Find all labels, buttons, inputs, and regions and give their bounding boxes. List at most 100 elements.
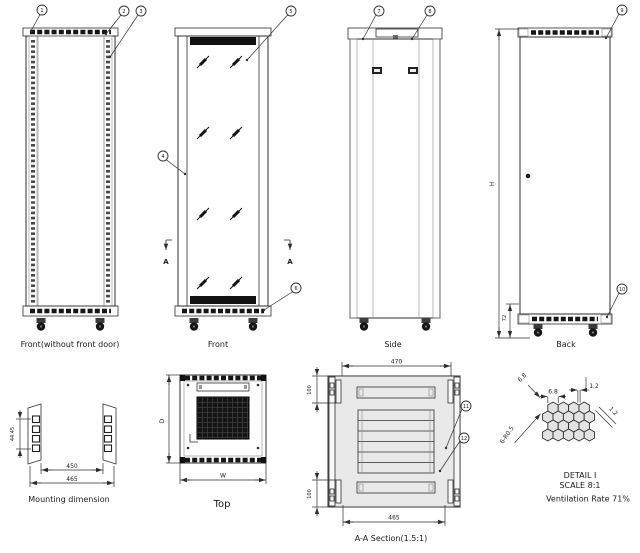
- top-latch: [393, 35, 398, 39]
- caster: [533, 324, 543, 337]
- rail-square-holes: [31, 415, 113, 453]
- bottom-cap: [174, 305, 272, 317]
- dimension-450: 450: [40, 463, 104, 474]
- honeycomb-vent-pattern: [542, 401, 596, 442]
- view-detail-i: 6.8 6.8 1.2 1.2 6-R0.5 DETAIL I SCALE 8: [499, 372, 630, 504]
- caster: [359, 318, 369, 331]
- caster: [421, 318, 431, 331]
- lock-icon: [525, 173, 531, 179]
- view-mounting-dimension: 44.45 450 465 Mounting dimension: [10, 403, 117, 504]
- detail-scale: SCALE 8:1: [559, 481, 600, 490]
- view-back: H 72 Back: [489, 27, 613, 349]
- callout-number: 6: [294, 286, 297, 292]
- callout-number: 10: [619, 287, 625, 293]
- section-mark-left: A: [163, 239, 172, 266]
- caster: [588, 324, 598, 337]
- dimension-depth-D: D: [159, 374, 180, 464]
- dimension-100-bottom: 100: [307, 471, 336, 516]
- callout-number: 12: [461, 436, 467, 442]
- fan-mesh-vent: [196, 396, 250, 440]
- dim-base-label: 72: [502, 315, 508, 321]
- callout-number: 1: [40, 8, 43, 14]
- cabinet-frame: [177, 35, 269, 307]
- callout-8: 8: [410, 5, 436, 41]
- view-label: Front(without front door): [21, 340, 120, 349]
- view-label: A-A Section(1.5:1): [355, 534, 428, 543]
- glass-mark-icon: [228, 206, 244, 222]
- view-label: Side: [384, 340, 401, 349]
- front-door: [186, 35, 260, 307]
- side-latch-left: [372, 67, 382, 74]
- callout-12: 12: [438, 432, 470, 473]
- caster: [248, 318, 258, 331]
- cabinet-frame: [25, 35, 116, 307]
- dimension-470: 470: [341, 359, 452, 376]
- dim-section-bottom: 465: [388, 515, 400, 522]
- hex-cell: [552, 428, 564, 442]
- dimension-100-top: 100: [307, 367, 336, 412]
- section-mark-right: A: [284, 239, 293, 266]
- side-panel: [349, 38, 441, 319]
- caster: [95, 318, 105, 331]
- view-side: Side: [347, 27, 443, 349]
- glass-mark-icon: [228, 125, 244, 141]
- top-slot: [356, 386, 436, 399]
- mount-rail-right: [102, 403, 117, 465]
- top-cap: [174, 27, 272, 37]
- ventilation-rate: Ventilation Rate 71%: [546, 495, 630, 504]
- dimension-corner-radius: 6-R0.5: [499, 413, 541, 445]
- callout-11: 11: [444, 400, 472, 450]
- side-edge-left: [349, 38, 358, 319]
- back-door: [519, 36, 611, 315]
- callout-number: 5: [289, 9, 292, 15]
- view-top: D W Top: [159, 374, 267, 510]
- dim-height-label: H: [489, 182, 496, 187]
- glass-mark-icon: [195, 125, 211, 141]
- view-front-no-door: Front(without front door): [21, 27, 120, 349]
- dim-web-top: 1.2: [589, 383, 599, 390]
- callout-1: 1: [29, 4, 48, 33]
- callout-number: 7: [377, 9, 380, 15]
- dimension-web-diagonal: 1.2: [595, 406, 619, 428]
- callouts: 1 2 3 4 5 6 7 8: [29, 4, 628, 473]
- callout-2: 2: [104, 5, 130, 36]
- view-label: Top: [213, 499, 231, 510]
- dimension-width-W: W: [179, 463, 267, 484]
- detail-title: DETAIL I: [564, 471, 597, 480]
- view-label: Front: [208, 340, 228, 349]
- dim-width-label: W: [220, 473, 226, 480]
- callout-number: 4: [161, 154, 164, 160]
- side-latch-right: [408, 67, 418, 74]
- bottom-cap: [22, 305, 119, 317]
- dim-side-bottom: 100: [307, 489, 313, 499]
- section-letter: A: [287, 258, 293, 266]
- glass-mark-icon: [195, 206, 211, 222]
- glass-mark-icon: [228, 54, 244, 70]
- dim-web-diag: 1.2: [607, 406, 619, 418]
- bottom-slot: [356, 481, 436, 494]
- hex-cell: [573, 428, 585, 442]
- dimension-web-top: 1.2: [569, 377, 599, 403]
- cable-entry-slot: [196, 382, 250, 392]
- corner-mark: [189, 434, 198, 443]
- screw-holes: [186, 383, 260, 450]
- callout-4: 4: [157, 150, 187, 176]
- dim-hex-diag: 6.8: [517, 372, 529, 384]
- callout-3: 3: [108, 5, 147, 59]
- door-top-vent: [190, 37, 256, 45]
- caster: [189, 318, 199, 331]
- callout-9: 9: [604, 4, 628, 40]
- dimension-height-H: H: [489, 28, 530, 339]
- dimension-465: 465: [29, 466, 115, 487]
- cabinet-interior: [37, 35, 105, 307]
- dim-corner-radius: 6-R0.5: [499, 425, 516, 445]
- view-section-aa: 470: [307, 359, 461, 543]
- dimension-hex-diagonal: 6.8: [517, 372, 541, 398]
- dim-rail-outer: 465: [66, 476, 78, 483]
- view-label: Mounting dimension: [28, 495, 109, 504]
- top-panel: [179, 374, 267, 464]
- section-letter: A: [163, 258, 169, 266]
- caster: [36, 318, 46, 331]
- callout-7: 7: [361, 5, 385, 41]
